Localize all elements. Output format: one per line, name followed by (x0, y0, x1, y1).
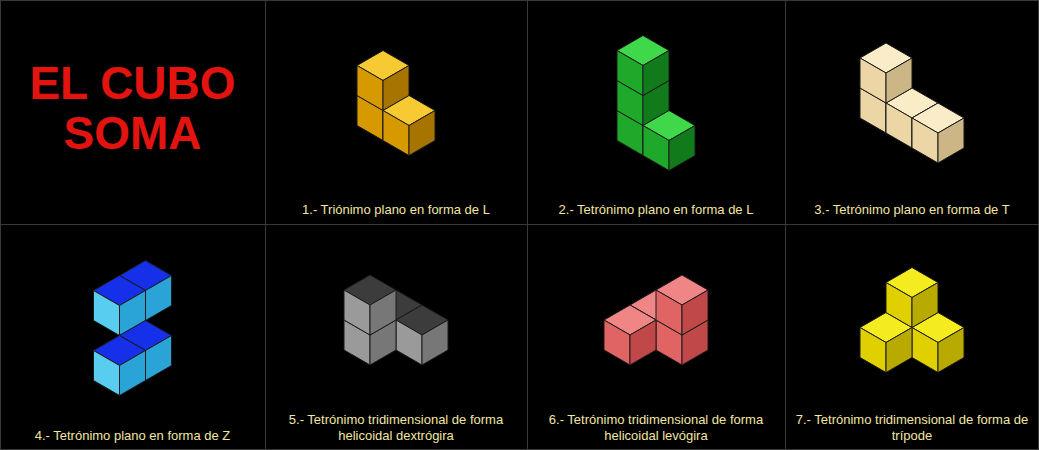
cube-face (643, 126, 669, 171)
title: EL CUBO SOMA (8, 58, 257, 158)
soma-piece (860, 268, 964, 373)
soma-piece (344, 275, 448, 365)
cube-face (120, 351, 146, 396)
cube-face (94, 351, 120, 396)
cube-face (682, 290, 708, 335)
cube-face (860, 328, 886, 373)
cube-face (886, 58, 912, 103)
piece-caption: 5.- Tetrónimo tridimensional de forma he… (271, 412, 521, 444)
piece-caption: 3.- Tetrónimo plano en forma de T (791, 202, 1033, 218)
soma-piece (617, 36, 695, 171)
piece-caption: 6.- Tetrónimo tridimensional de forma he… (533, 412, 779, 444)
cube-face (643, 51, 669, 96)
cube-face (912, 118, 938, 163)
cube-face (938, 118, 964, 163)
cube-face (630, 320, 656, 365)
cube-face (886, 283, 912, 328)
cube-face (604, 320, 630, 365)
piece-caption: 2.- Tetrónimo plano en forma de L (533, 202, 779, 218)
soma-piece (94, 261, 172, 396)
piece-caption: 7.- Tetrónimo tridimensional de forma de… (791, 412, 1033, 444)
soma-piece (357, 51, 435, 156)
cube-face (860, 58, 886, 103)
cube-face (357, 66, 383, 111)
cube-face (94, 291, 120, 336)
soma-piece (860, 43, 964, 163)
cube-face (912, 283, 938, 328)
cube-face (617, 51, 643, 96)
cube-face (409, 111, 435, 156)
cube-face (938, 328, 964, 373)
cube-face (383, 111, 409, 156)
cube-face (370, 290, 396, 335)
cube-face (396, 320, 422, 365)
cube-face (422, 320, 448, 365)
cube-face (344, 290, 370, 335)
cube-face (886, 103, 912, 148)
cube-face (669, 126, 695, 171)
piece-caption: 4.- Tetrónimo plano en forma de Z (6, 428, 259, 444)
soma-piece (604, 275, 708, 365)
cube-face (146, 276, 172, 321)
cube-face (886, 328, 912, 373)
cube-face (656, 290, 682, 335)
cube-face (912, 328, 938, 373)
cube-face (146, 336, 172, 381)
piece-caption: 1.- Triónimo plano en forma de L (271, 202, 521, 218)
